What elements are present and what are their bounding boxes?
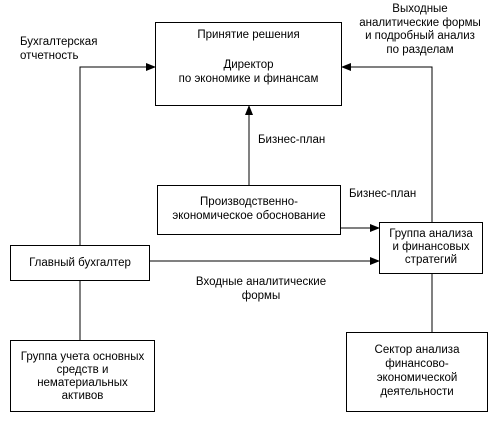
production-justification-box: Производственно- экономическое обоснован…	[157, 185, 341, 235]
input-forms-label: Входные аналитические формы	[195, 276, 327, 302]
sector-line-4: деятельности	[380, 386, 454, 398]
production-line-2: экономическое обоснование	[172, 210, 326, 222]
accounting-reports-label: Бухгалтерская отчетность	[20, 36, 98, 62]
chief-accountant-label: Главный бухгалтер	[29, 257, 131, 269]
analysis-group-box: Группа анализа и финансовых стратегий	[379, 222, 483, 274]
director-subtitle: по экономике и финансам	[178, 73, 319, 85]
business-plan-label-right: Бизнес-план	[349, 188, 417, 200]
fixed-assets-line-4: активов	[61, 390, 104, 402]
fixed-assets-line-1: Группа учета основных	[20, 351, 145, 363]
analysis-group-line-3: стратегий	[404, 254, 458, 266]
analysis-group-line-2: и финансовых	[392, 241, 470, 253]
output-forms-label: Выходные аналитические формы и подробный…	[359, 3, 481, 56]
analysis-group-line-1: Группа анализа	[389, 228, 473, 240]
decision-box: Принятие решения Директор по экономике и…	[155, 22, 342, 106]
arrow-analysis-to-decision	[341, 63, 433, 222]
sector-line-3: экономической	[376, 372, 458, 384]
director-label: Директор	[223, 59, 274, 71]
sector-line-1: Сектор анализа	[374, 344, 460, 356]
fixed-assets-line-3: нематериальных	[37, 377, 128, 389]
production-line-1: Производственно-	[200, 196, 298, 208]
arrow-chief-to-decision	[79, 63, 156, 245]
analysis-sector-box: Сектор анализа финансово- экономической …	[346, 332, 488, 412]
decision-title: Принятие решения	[197, 29, 300, 41]
fixed-assets-line-2: средств и	[56, 364, 109, 376]
sector-line-2: финансово-	[385, 358, 449, 370]
fixed-assets-group-box: Группа учета основных средств и нематери…	[10, 340, 155, 412]
business-plan-label-left: Бизнес-план	[258, 134, 326, 146]
chief-accountant-box: Главный бухгалтер	[10, 245, 150, 281]
